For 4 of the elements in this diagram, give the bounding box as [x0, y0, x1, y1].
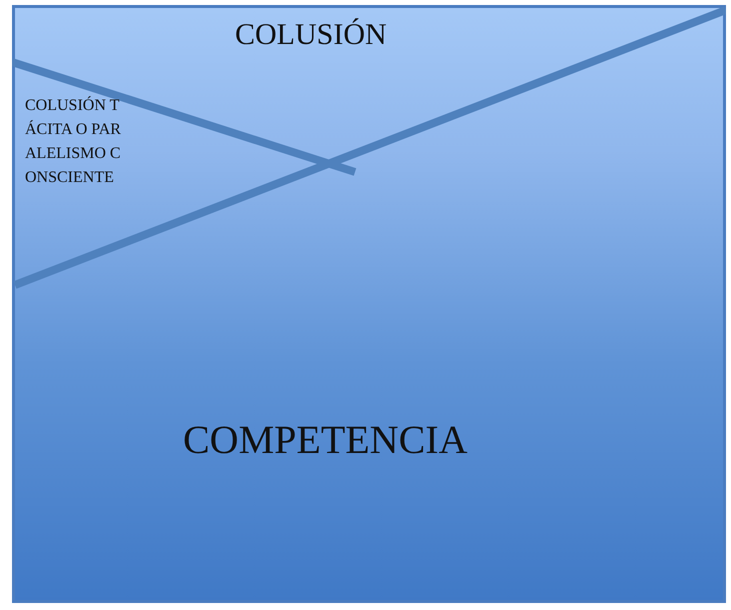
region-label: COLUSIÓN TÁCITA O PARALELISMO CONSCIENTE: [25, 94, 129, 190]
diagram-panel: [12, 5, 726, 603]
region-label: COMPETENCIA: [183, 416, 468, 463]
region-label: COLUSIÓN: [235, 18, 387, 52]
